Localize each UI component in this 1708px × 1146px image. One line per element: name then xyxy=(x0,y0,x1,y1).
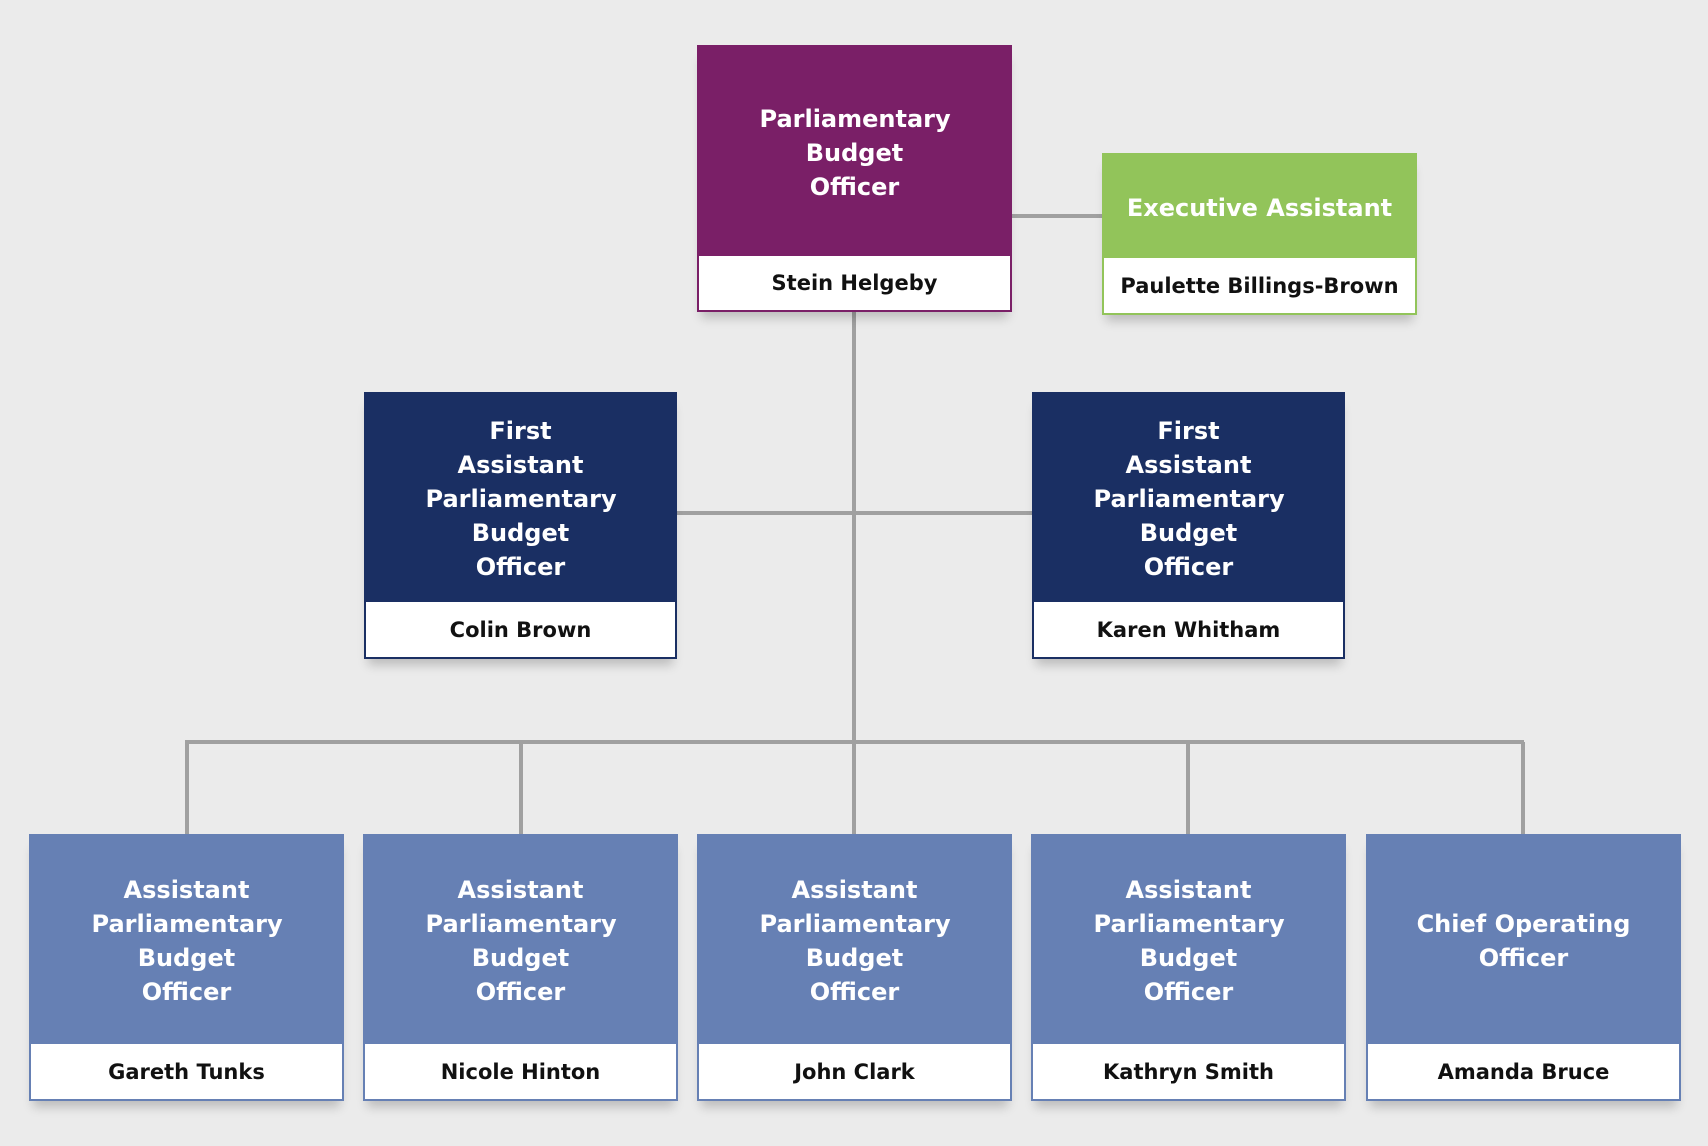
assistant-4-title: Assistant Parliamentary Budget Officer xyxy=(1093,876,1285,1006)
org-box-name: Karen Whitham xyxy=(1034,602,1343,657)
org-box-title: Assistant Parliamentary Budget Officer xyxy=(699,836,1010,1046)
first-assistant-1-name: Colin Brown xyxy=(449,617,592,642)
first-assistant-2-title: First Assistant Parliamentary Budget Off… xyxy=(1093,417,1285,581)
assistant-3-name: John Clark xyxy=(794,1059,915,1084)
assistant-2-name: Nicole Hinton xyxy=(440,1059,601,1084)
pbo-name: Stein Helgeby xyxy=(771,271,938,295)
org-box-title: Parliamentary Budget Officer xyxy=(699,47,1010,258)
org-box-name: Amanda Bruce xyxy=(1368,1044,1679,1099)
org-box-first-assistant-2: First Assistant Parliamentary Budget Off… xyxy=(1032,392,1345,659)
org-box-chief-operating-officer: Chief Operating Officer Amanda Bruce xyxy=(1366,834,1681,1101)
org-box-title: Executive Assistant xyxy=(1104,155,1415,260)
executive-assistant-title: Executive Assistant xyxy=(1126,193,1393,222)
first-assistant-1-title: First Assistant Parliamentary Budget Off… xyxy=(425,417,617,581)
org-box-title: First Assistant Parliamentary Budget Off… xyxy=(366,394,675,604)
chief-operating-officer-name: Amanda Bruce xyxy=(1437,1059,1610,1084)
first-assistant-2-name: Karen Whitham xyxy=(1096,617,1281,642)
org-box-assistant-1: Assistant Parliamentary Budget Officer G… xyxy=(29,834,344,1101)
org-box-first-assistant-1: First Assistant Parliamentary Budget Off… xyxy=(364,392,677,659)
org-box-title: Chief Operating Officer xyxy=(1368,836,1679,1046)
org-box-title: First Assistant Parliamentary Budget Off… xyxy=(1034,394,1343,604)
org-box-name: Gareth Tunks xyxy=(31,1044,342,1099)
org-box-assistant-2: Assistant Parliamentary Budget Officer N… xyxy=(363,834,678,1101)
org-box-executive-assistant: Executive Assistant Paulette Billings-Br… xyxy=(1102,153,1417,315)
org-box-title: Assistant Parliamentary Budget Officer xyxy=(365,836,676,1046)
org-box-title: Assistant Parliamentary Budget Officer xyxy=(31,836,342,1046)
org-box-name: Colin Brown xyxy=(366,602,675,657)
org-box-name: John Clark xyxy=(699,1044,1010,1099)
assistant-1-name: Gareth Tunks xyxy=(108,1059,265,1084)
org-box-assistant-3: Assistant Parliamentary Budget Officer J… xyxy=(697,834,1012,1101)
assistant-4-name: Kathryn Smith xyxy=(1103,1059,1274,1084)
chief-operating-officer-title: Chief Operating Officer xyxy=(1416,910,1631,972)
org-box-name: Paulette Billings-Brown xyxy=(1104,258,1415,313)
pbo-title: Parliamentary Budget Officer xyxy=(759,104,951,201)
org-box-assistant-4: Assistant Parliamentary Budget Officer K… xyxy=(1031,834,1346,1101)
org-box-title: Assistant Parliamentary Budget Officer xyxy=(1033,836,1344,1046)
org-box-pbo: Parliamentary Budget Officer Stein Helge… xyxy=(697,45,1012,312)
assistant-2-title: Assistant Parliamentary Budget Officer xyxy=(425,876,617,1006)
assistant-3-title: Assistant Parliamentary Budget Officer xyxy=(759,876,951,1006)
executive-assistant-name: Paulette Billings-Brown xyxy=(1120,273,1399,298)
assistant-1-title: Assistant Parliamentary Budget Officer xyxy=(91,876,283,1006)
org-box-name: Nicole Hinton xyxy=(365,1044,676,1099)
org-box-name: Stein Helgeby xyxy=(699,256,1010,310)
org-box-name: Kathryn Smith xyxy=(1033,1044,1344,1099)
